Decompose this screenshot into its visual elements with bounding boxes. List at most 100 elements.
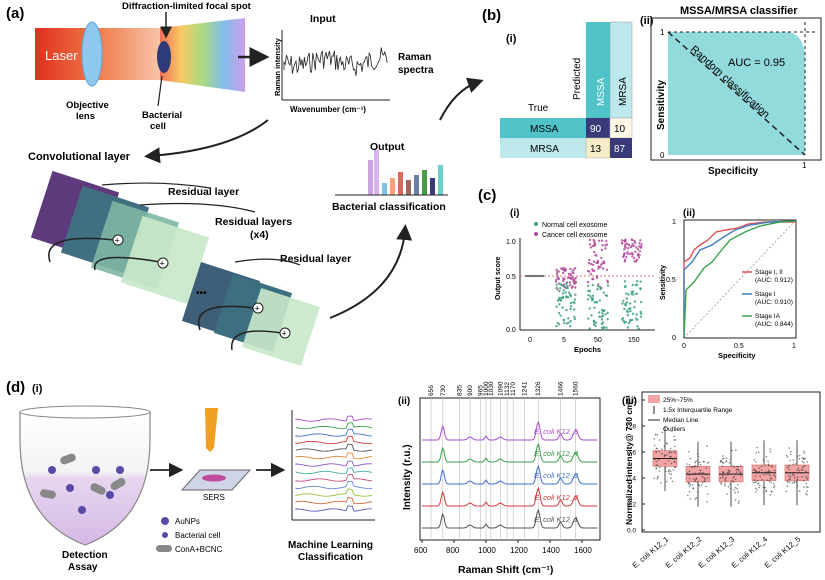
box-point	[788, 468, 790, 471]
bacterial-cell-icon	[157, 41, 171, 73]
box-point	[689, 498, 692, 500]
col-header-mssa	[586, 22, 610, 118]
box-point	[796, 484, 798, 487]
score-dot	[600, 263, 603, 266]
box-y-tick-label: 1.0	[627, 398, 636, 405]
score-dot	[566, 286, 569, 289]
spectra-x-tick-label: 1200	[510, 546, 528, 555]
score-dot	[593, 301, 596, 304]
box-point	[733, 489, 735, 491]
score-dot	[566, 284, 569, 288]
box-point	[656, 433, 658, 436]
score-scatter	[524, 238, 643, 331]
score-dot	[629, 309, 632, 313]
box-point	[655, 451, 658, 453]
box-point	[787, 466, 789, 469]
box-point	[737, 502, 740, 504]
score-dot	[564, 291, 567, 294]
box-point	[765, 489, 767, 492]
box-point	[791, 474, 794, 476]
score-dot	[592, 320, 596, 323]
box-point	[694, 498, 696, 500]
box-point	[758, 470, 760, 473]
box-point	[695, 497, 698, 499]
box-point	[788, 464, 790, 467]
score-dot	[555, 268, 558, 271]
box-point	[687, 494, 689, 497]
score-dot	[630, 318, 634, 322]
col-mssa-text: MSSA	[596, 77, 607, 106]
box-point	[773, 485, 776, 487]
score-dot	[626, 314, 629, 317]
panel-c-sub-i: (i)	[510, 208, 519, 219]
c-roc-xtick-0: 0	[682, 343, 686, 350]
box-point	[733, 466, 736, 468]
spectrum-line	[422, 443, 598, 463]
box-point	[731, 449, 733, 452]
score-dot	[562, 277, 565, 280]
objective-label-1: Objective	[66, 100, 109, 111]
box-point	[734, 491, 736, 494]
score-dot	[621, 317, 625, 320]
score-dot	[593, 243, 596, 247]
box-point	[653, 444, 656, 447]
svg-text:+: +	[282, 329, 287, 339]
peak-label: 1030	[488, 381, 495, 396]
peak-label: 965	[477, 385, 484, 396]
box-point	[726, 471, 729, 474]
score-dot	[600, 239, 604, 242]
box-y-tick-label: 0.4	[627, 476, 636, 483]
box-point	[670, 477, 672, 480]
box-point	[701, 475, 704, 478]
random-diagonal	[667, 31, 806, 156]
cona-icon	[156, 545, 172, 552]
box-point	[796, 479, 798, 481]
box-point	[670, 473, 673, 476]
score-dot	[631, 255, 634, 258]
box-point	[764, 471, 767, 473]
box-point	[688, 477, 691, 480]
box-point	[654, 433, 657, 436]
score-dot	[591, 263, 595, 266]
auc-label: AUC = 0.95	[728, 57, 785, 69]
score-dot	[628, 320, 632, 323]
box-point	[802, 461, 805, 464]
val-13: 13	[590, 144, 602, 155]
score-dot	[633, 239, 636, 243]
score-dot	[568, 284, 572, 287]
box-point	[725, 460, 728, 462]
box-point	[733, 475, 735, 478]
box-point	[703, 460, 705, 463]
box-point	[670, 462, 673, 465]
box-point	[756, 446, 759, 449]
score-dot	[568, 276, 571, 280]
sers-label: SERS	[203, 493, 225, 502]
c-xtick-5: 5	[562, 337, 566, 344]
score-dot	[631, 283, 634, 287]
box-point	[663, 455, 666, 458]
box-point	[658, 439, 661, 441]
score-dot	[598, 311, 601, 314]
box-y-ticks: 1.00.80.60.40.20.0	[627, 398, 645, 535]
ellipsis: •••	[196, 288, 207, 299]
box-point	[805, 475, 807, 478]
box-point	[722, 476, 724, 479]
box-x-label: E. coli K12_5	[763, 535, 803, 570]
scatter-spectrum	[160, 18, 245, 92]
spectrum-label: E. coli K12_4	[534, 449, 578, 458]
box-point	[735, 469, 737, 471]
score-dot	[573, 267, 577, 270]
panel-c: (c) (i) Normal cell exosome Cancer cell …	[478, 187, 797, 360]
score-dot	[597, 265, 600, 268]
score-dot	[569, 305, 573, 308]
score-dot	[573, 298, 577, 301]
box-point	[806, 477, 808, 479]
box-point	[795, 463, 797, 465]
score-dot	[635, 317, 638, 320]
score-dot	[561, 306, 564, 309]
box-point	[802, 479, 805, 482]
box-point	[735, 471, 738, 474]
score-dot	[595, 300, 599, 304]
box-point	[656, 477, 658, 480]
box-point	[728, 462, 731, 464]
